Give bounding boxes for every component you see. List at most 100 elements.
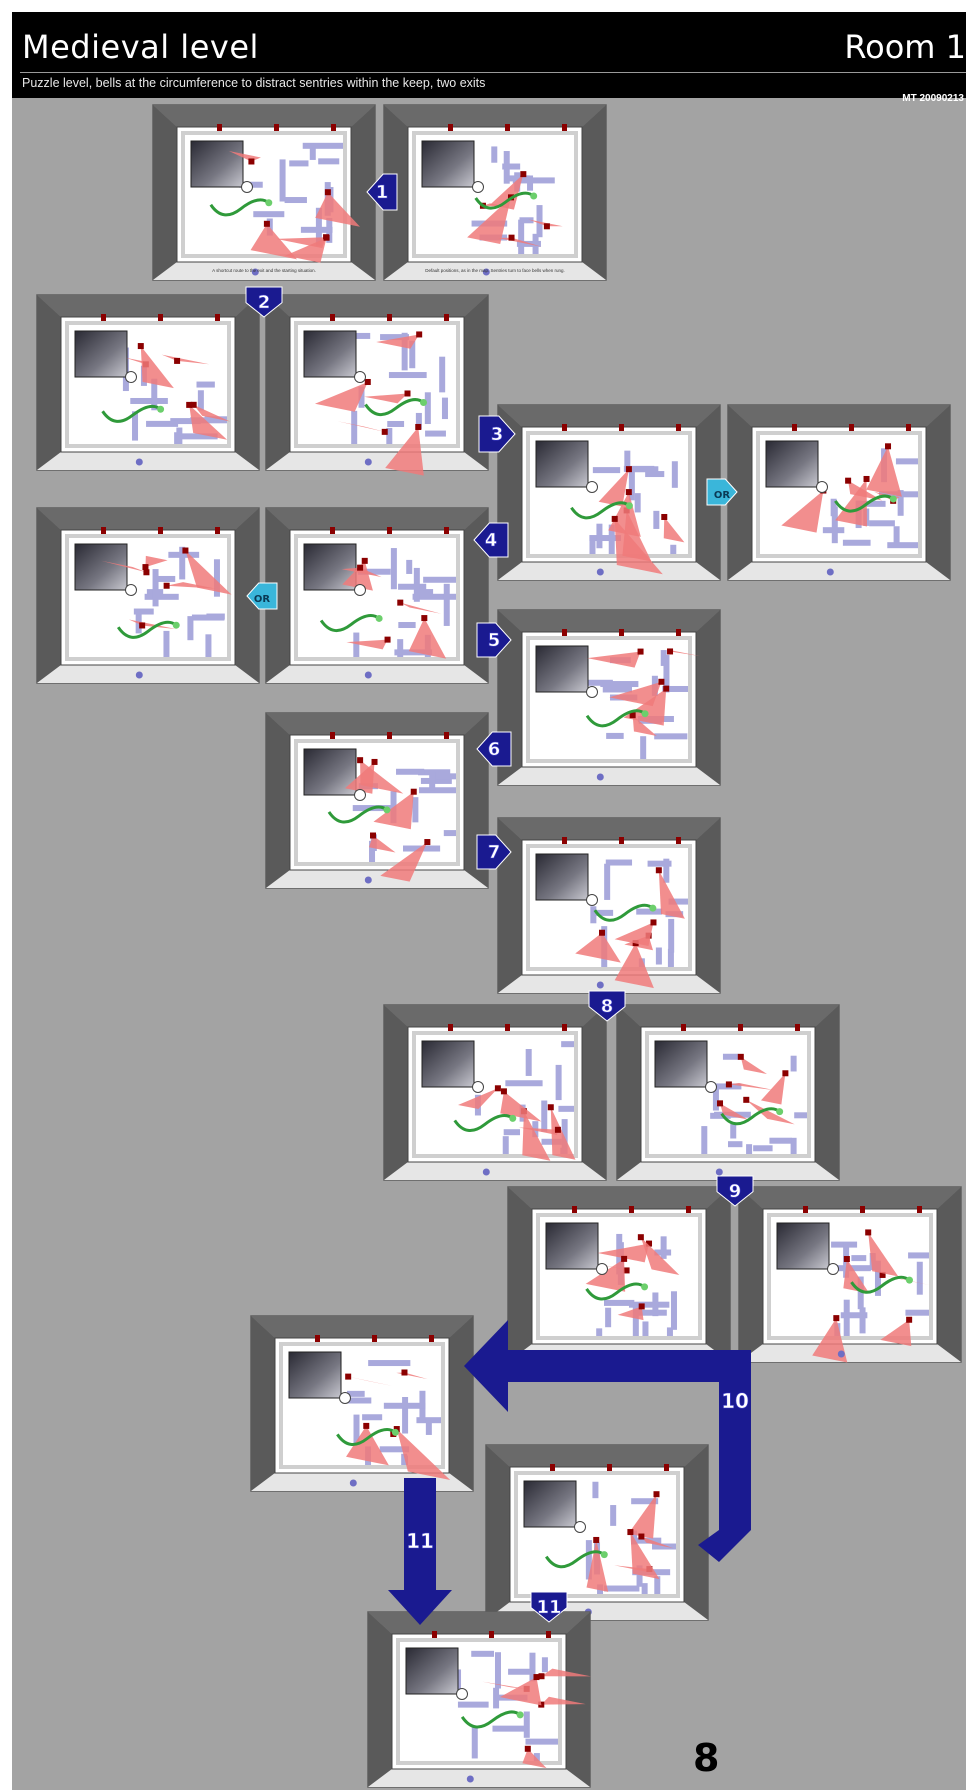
- sentry-marker: [274, 124, 279, 131]
- sentry-marker: [639, 1303, 645, 1309]
- maze-wall: [525, 1739, 558, 1745]
- maze-wall: [672, 461, 678, 488]
- maze-wall: [667, 1327, 673, 1336]
- sentry-marker: [626, 466, 632, 472]
- wall-bottom: [266, 870, 488, 888]
- player-marker: [530, 193, 537, 200]
- keep-block: [75, 331, 127, 377]
- maze-wall: [561, 1041, 574, 1047]
- sentry-marker: [638, 649, 644, 655]
- player-marker: [420, 399, 427, 406]
- keep-door: [587, 482, 598, 493]
- maze-wall: [603, 686, 632, 692]
- wall-left: [153, 105, 177, 280]
- maze-wall: [558, 1106, 574, 1112]
- room-panel-2b: [266, 295, 488, 476]
- sentry-marker: [509, 235, 515, 241]
- keep-block: [777, 1223, 829, 1269]
- room-panel-3a: [498, 405, 720, 580]
- sentry-marker: [405, 390, 411, 396]
- maze-wall: [917, 1262, 923, 1295]
- sentry-marker: [387, 527, 392, 534]
- maze-wall: [384, 1403, 426, 1409]
- maze-wall: [908, 1252, 929, 1258]
- wall-bottom: [728, 562, 950, 580]
- wall-top: [251, 1316, 473, 1338]
- maze-wall: [504, 1129, 520, 1135]
- room-panel-1b: [384, 105, 606, 280]
- sentry-marker: [629, 1206, 634, 1213]
- sentry-marker: [667, 648, 673, 654]
- maze-wall: [843, 540, 871, 546]
- keep-door: [355, 372, 366, 383]
- maze-wall: [653, 511, 659, 529]
- arrow-label: 10: [721, 1389, 749, 1413]
- maze-wall: [654, 1576, 660, 1594]
- maze-wall: [518, 220, 524, 254]
- arrow-label: 1: [376, 182, 389, 203]
- sentry-marker: [489, 1631, 494, 1638]
- sentry-marker: [411, 789, 417, 795]
- sentry-marker: [593, 1537, 599, 1543]
- maze-wall: [635, 493, 641, 512]
- maze-wall: [429, 772, 435, 790]
- sentry-marker: [330, 314, 335, 321]
- page-number: 8: [693, 1736, 719, 1780]
- keep-door: [473, 182, 484, 193]
- sentry-marker: [562, 1024, 567, 1031]
- keep-door: [817, 482, 828, 493]
- maze-wall: [636, 909, 662, 915]
- sentry-marker: [432, 1631, 437, 1638]
- player-marker: [641, 1283, 648, 1290]
- room-panel-10a: [251, 1316, 473, 1491]
- wall-bottom: [37, 452, 259, 470]
- maze-wall: [406, 560, 412, 574]
- maze-wall: [624, 451, 630, 466]
- maze-wall: [542, 1657, 548, 1672]
- wall-top: [37, 508, 259, 530]
- bell-marker: [827, 569, 834, 576]
- player-marker: [265, 199, 272, 206]
- maze-wall: [593, 467, 620, 473]
- bell-marker: [467, 1776, 474, 1783]
- room-panel-4b: [266, 508, 488, 683]
- wall-left: [739, 1187, 763, 1362]
- bell-marker: [365, 877, 372, 884]
- maze-wall: [656, 948, 662, 965]
- maze-wall: [504, 151, 510, 184]
- sentry-marker: [370, 833, 376, 839]
- bell-marker: [136, 672, 143, 679]
- sentry-marker: [363, 1423, 369, 1429]
- maze-wall: [398, 622, 415, 628]
- maze-wall: [541, 1101, 547, 1132]
- maze-wall: [723, 1054, 739, 1060]
- maze-wall: [419, 787, 456, 793]
- wall-right: [706, 1187, 730, 1362]
- wall-left: [37, 508, 61, 683]
- wall-left: [617, 1005, 641, 1180]
- sentry-marker: [505, 1024, 510, 1031]
- wall-left: [266, 713, 290, 888]
- maze-wall: [728, 1141, 742, 1147]
- sentry-marker: [661, 514, 667, 520]
- maze-wall: [503, 1136, 509, 1154]
- room-panel-8a: [384, 1005, 606, 1180]
- sentry-marker: [738, 1054, 744, 1060]
- sentry-marker: [676, 424, 681, 431]
- maze-wall: [596, 1328, 602, 1336]
- sentry-marker: [686, 1206, 691, 1213]
- sentry-marker: [174, 358, 180, 364]
- sentry-marker: [681, 1024, 686, 1031]
- keep-door: [126, 372, 137, 383]
- maze-wall: [391, 548, 397, 589]
- wall-right: [926, 405, 950, 580]
- sentry-marker: [101, 527, 106, 534]
- sentry-marker: [191, 402, 197, 408]
- maze-wall: [791, 1056, 797, 1072]
- maze-wall: [844, 1300, 850, 1336]
- maze-wall: [396, 769, 424, 775]
- keep-block: [536, 646, 588, 692]
- maze-wall: [495, 1652, 501, 1688]
- maze-wall: [368, 1360, 410, 1366]
- sentry-marker: [142, 564, 148, 570]
